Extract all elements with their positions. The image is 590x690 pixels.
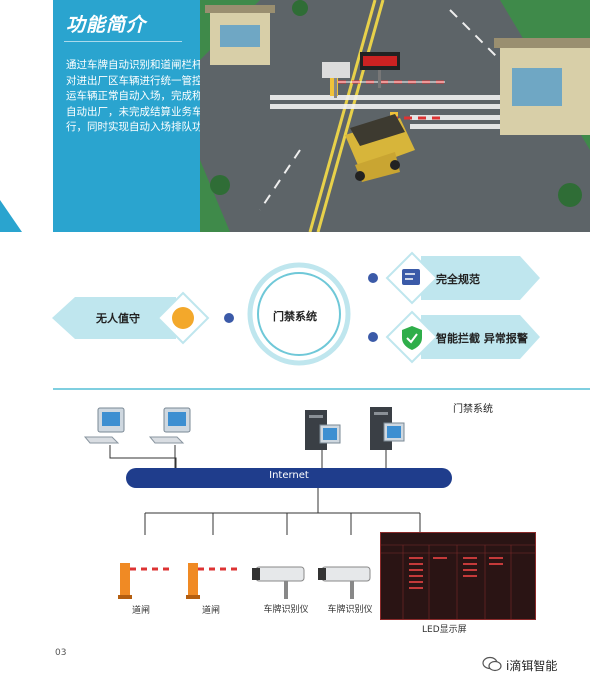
- section-divider: [53, 388, 590, 390]
- camera-label-2: 车牌识别仪: [327, 605, 373, 615]
- camera-label-1: 车牌识别仪: [263, 605, 309, 615]
- hero-title-underline: [64, 41, 182, 42]
- led-display-screen: [380, 532, 536, 620]
- monitor-icon: [148, 407, 191, 444]
- monitor-icon: [83, 407, 125, 444]
- barrier-gate-icon: [118, 563, 170, 599]
- wechat-icon: [482, 656, 502, 672]
- feature-smart-intercept-alarm: 智能拦截 异常报警: [436, 332, 528, 345]
- left-feature-arrow: [52, 297, 176, 339]
- footer-brand: i滴铒智能: [506, 659, 558, 673]
- feature-unattended: 无人值守: [96, 312, 140, 325]
- right-bottom-feature-arrow: [421, 315, 540, 359]
- led-display-label: LED显示屏: [422, 625, 467, 635]
- feature-fully-standardized: 完全规范: [436, 273, 480, 286]
- internet-label: Internet: [269, 470, 309, 481]
- plate-camera-icon: [318, 566, 371, 599]
- hero-corner-accent: [0, 200, 22, 232]
- hero-title: 功能简介: [66, 14, 147, 36]
- gate-label-2: 道闸: [201, 606, 220, 616]
- server-icon: [305, 410, 341, 450]
- parking-gate-scene-illustration: [200, 0, 590, 232]
- right-top-feature-arrow: [421, 256, 540, 300]
- network-title: 门禁系统: [453, 404, 493, 415]
- gate-label-1: 道闸: [131, 606, 150, 616]
- page-number: 03: [55, 648, 67, 658]
- feature-diagram: [52, 251, 540, 366]
- feature-center-access-control: 门禁系统: [273, 310, 317, 323]
- hero-description: 通过车牌自动识别和道闸栏杆机放行,对进出厂区车辆进行统一管控；保障货运车辆正常自…: [66, 59, 245, 133]
- plate-camera-icon: [252, 566, 305, 599]
- internet-bar: [126, 468, 452, 488]
- server-icon: [370, 407, 405, 450]
- network-diagram: [83, 407, 421, 599]
- barrier-gate-icon: [186, 563, 240, 599]
